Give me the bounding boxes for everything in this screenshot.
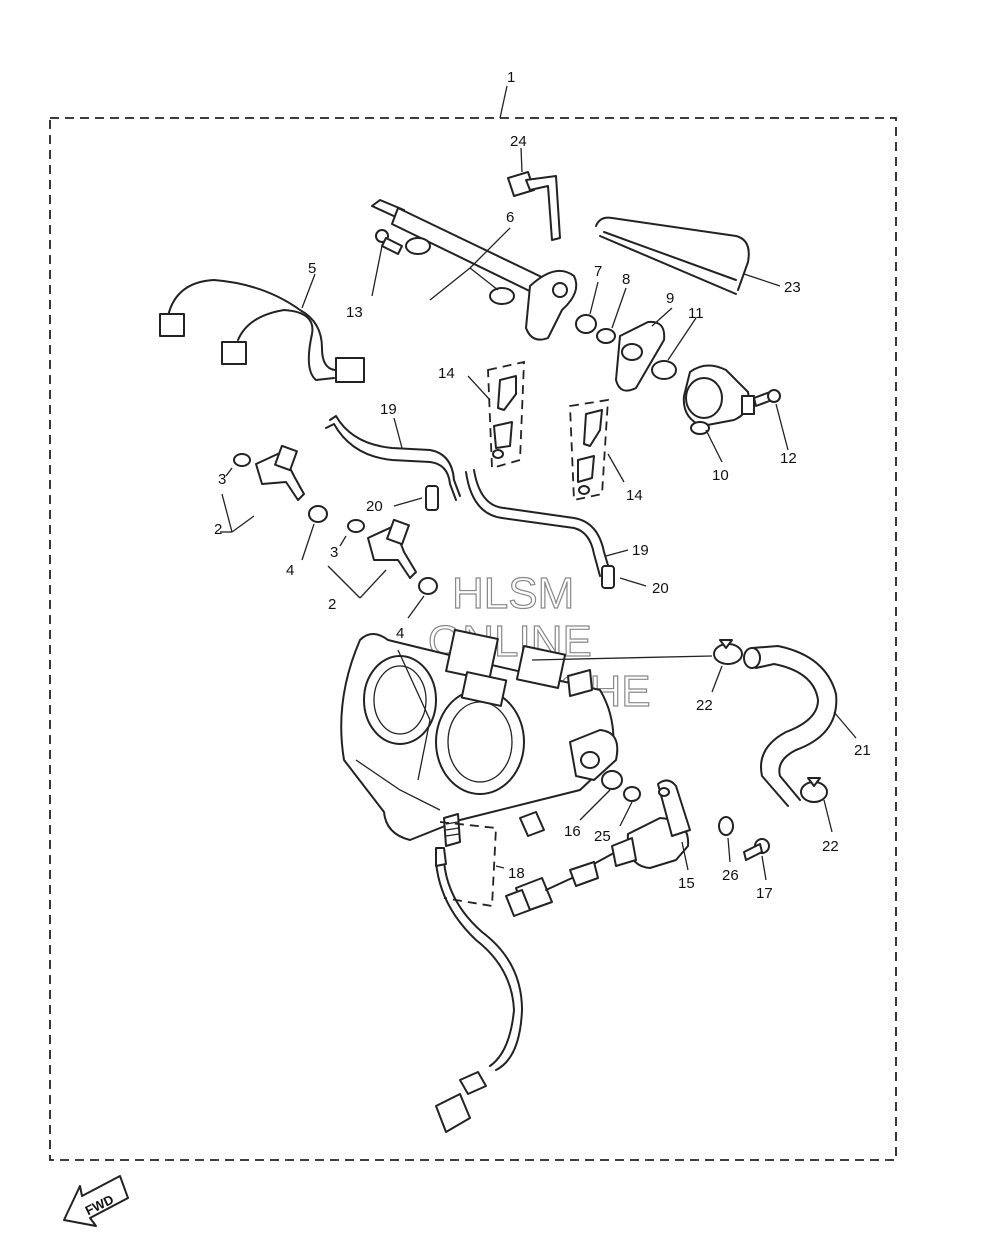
label-4b: 4 — [396, 625, 404, 642]
part-11-o-ring — [651, 317, 697, 380]
part-22-clamp-a — [711, 639, 743, 693]
label-8: 8 — [622, 271, 630, 288]
label-3b: 3 — [330, 544, 338, 561]
part-5-wire-harness — [159, 273, 365, 383]
label-22a: 22 — [696, 697, 713, 714]
part-3-o-ring-b — [339, 519, 365, 547]
label-14a: 14 — [438, 365, 455, 382]
part-4-seal-b — [407, 577, 438, 619]
label-20b: 20 — [652, 580, 669, 597]
sensor-connector-wire — [505, 853, 613, 917]
part-19-hose-b — [465, 469, 629, 577]
part-20-cap-b — [601, 565, 647, 589]
throttle-body — [340, 628, 615, 841]
label-7: 7 — [594, 263, 602, 280]
watermark-line1: HLSM — [452, 569, 574, 618]
label-2b: 2 — [328, 596, 336, 613]
label-23: 23 — [784, 279, 801, 296]
part-12-screw — [753, 389, 789, 451]
label-18: 18 — [508, 865, 525, 882]
label-9: 9 — [666, 290, 674, 307]
part-21-hose — [743, 645, 857, 807]
part-9-holder — [615, 307, 673, 392]
part-23-hose — [595, 216, 781, 295]
label-13: 13 — [346, 304, 363, 321]
part-26-washer — [718, 816, 734, 863]
label-25: 25 — [594, 828, 611, 845]
label-15: 15 — [678, 875, 695, 892]
part-16-o-ring — [579, 770, 623, 821]
label-12: 12 — [780, 450, 797, 467]
part-17-screw — [743, 838, 770, 881]
part-14-fittings-b — [569, 398, 625, 502]
label-5: 5 — [308, 260, 316, 277]
label-26: 26 — [722, 867, 739, 884]
assembly-boundary — [49, 117, 897, 1161]
part-13-bolt — [371, 229, 403, 297]
part-25-collar — [619, 786, 641, 827]
label-1: 1 — [507, 69, 515, 86]
part-6-fuel-rail — [371, 199, 578, 341]
part-20-cap-a — [393, 485, 439, 511]
part-22-clamp-b — [800, 777, 833, 833]
callout-labels: 1 24 6 5 13 7 8 23 9 11 14 19 12 10 3 14… — [214, 69, 871, 902]
part-2-injector-a — [220, 444, 305, 533]
label-11: 11 — [688, 305, 704, 322]
forward-arrow-icon: FWD — [63, 1175, 129, 1227]
label-2a: 2 — [214, 521, 222, 538]
part-10-pressure-regulator — [682, 364, 755, 463]
part-8-o-ring — [596, 287, 627, 344]
label-6: 6 — [506, 209, 514, 226]
label-17: 17 — [756, 885, 773, 902]
sensor-port-block — [569, 729, 619, 781]
part-19-hose-a — [325, 415, 461, 501]
label-10: 10 — [712, 467, 729, 484]
part-3-o-ring-a — [225, 453, 251, 477]
part-7-collar — [575, 281, 599, 334]
part-14-fittings-a — [467, 360, 525, 470]
part-2-injector-b — [327, 518, 417, 599]
part-18-throttle-cable — [435, 813, 523, 1133]
label-16: 16 — [564, 823, 581, 840]
part-4-seal-a — [301, 505, 328, 561]
label-19b: 19 — [632, 542, 649, 559]
label-21: 21 — [854, 742, 871, 759]
label-24: 24 — [510, 133, 527, 150]
part-24-bracket — [507, 147, 561, 241]
label-3a: 3 — [218, 471, 226, 488]
label-22b: 22 — [822, 838, 839, 855]
label-19a: 19 — [380, 401, 397, 418]
label-14b: 14 — [626, 487, 643, 504]
label-4a: 4 — [286, 562, 294, 579]
part-15-sensor — [611, 779, 691, 871]
label-20a: 20 — [366, 498, 383, 515]
